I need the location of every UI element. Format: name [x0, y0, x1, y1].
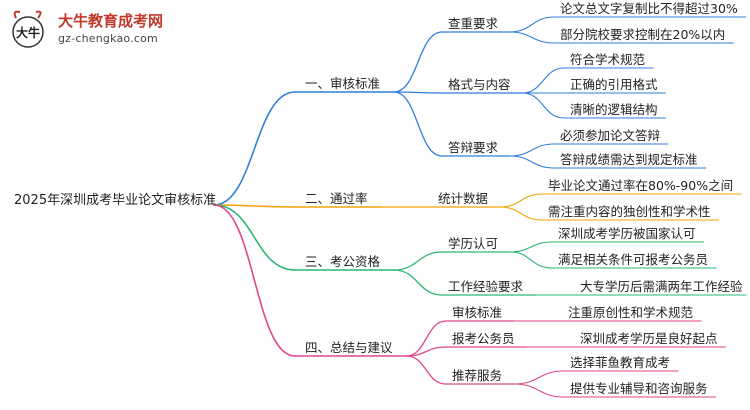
leaf-connector [509, 155, 555, 169]
branch-connector [213, 91, 296, 206]
leaf-label: 必须参加论文答辩 [560, 128, 661, 143]
sub-topic-label: 查重要求 [448, 16, 499, 31]
sub-connector [405, 320, 447, 357]
sub-topic-label: 工作经验要求 [448, 279, 524, 294]
branch-label: 一、审核标准 [305, 76, 381, 91]
leaf-label: 论文总文字复制比不得超过30% [560, 1, 738, 16]
leaf-label: 满足相关条件可报考公务员 [558, 252, 709, 267]
bull-mascot-icon: 大牛 [12, 10, 44, 48]
leaf-connector [509, 31, 555, 44]
leaf-label: 深圳成考学历是良好起点 [580, 331, 718, 346]
leaf-label: 深圳成考学历被国家认可 [558, 226, 696, 241]
sub-topic-label: 推荐服务 [452, 368, 503, 383]
root-topic: 2025年深圳成考毕业论文审核标准 [14, 193, 217, 208]
leaf-connector [499, 206, 543, 221]
sub-connector [405, 355, 447, 385]
branch-label: 三、考公资格 [305, 254, 381, 269]
leaf-label: 答辩成绩需达到规定标准 [560, 152, 698, 167]
sub-connector [393, 91, 443, 94]
leaf-label: 大专学历后需满两年工作经验 [580, 279, 743, 294]
leaf-connector [521, 92, 565, 119]
sub-connector [393, 91, 443, 157]
sub-connector [393, 31, 443, 93]
sub-topic-label: 格式与内容 [448, 77, 511, 92]
leaf-connector [509, 251, 553, 269]
leaf-label: 选择菲鱼教育成考 [570, 355, 671, 370]
leaf-connector [513, 383, 565, 398]
leaf-label: 清晰的逻辑结构 [570, 102, 658, 117]
leaf-connector [509, 241, 553, 253]
branch-connector [213, 204, 296, 208]
leaf-connector [499, 193, 543, 208]
leaf-label: 部分院校要求控制在20%以内 [560, 27, 726, 42]
leaf-connector [513, 370, 565, 385]
leaf-label: 注重原创性和学术规范 [568, 305, 694, 320]
sub-topic-label: 统计数据 [438, 191, 489, 206]
sub-connector [393, 251, 443, 271]
leaf-label: 毕业论文通过率在80%-90%之间 [548, 178, 734, 193]
branch-connector [213, 204, 296, 271]
leaf-label: 符合学术规范 [570, 52, 646, 67]
leaf-connector [521, 67, 565, 94]
sub-connector [393, 269, 443, 296]
sub-topic-label: 答辩要求 [448, 140, 499, 155]
site-logo[interactable]: 大牛 大牛教育成考网 gz-chengkao.com [8, 8, 178, 52]
logo-url: gz-chengkao.com [58, 32, 158, 45]
sub-connector [405, 346, 447, 357]
branch-connector [213, 204, 296, 357]
sub-topic-label: 审核标准 [452, 305, 503, 320]
logo-name: 大牛教育成考网 [58, 12, 164, 30]
leaf-label: 正确的引用格式 [570, 77, 658, 92]
leaf-connector [509, 143, 555, 157]
svg-text:大牛: 大牛 [16, 25, 40, 40]
leaf-label: 提供专业辅导和咨询服务 [570, 381, 708, 396]
branch-label: 二、通过率 [305, 191, 368, 206]
sub-topic-label: 学历认可 [448, 236, 499, 251]
sub-topic-label: 报考公务员 [452, 331, 515, 346]
leaf-label: 需注重内容的独创性和学术性 [548, 204, 711, 219]
leaf-connector [509, 16, 555, 33]
branch-label: 四、总结与建议 [305, 340, 393, 355]
